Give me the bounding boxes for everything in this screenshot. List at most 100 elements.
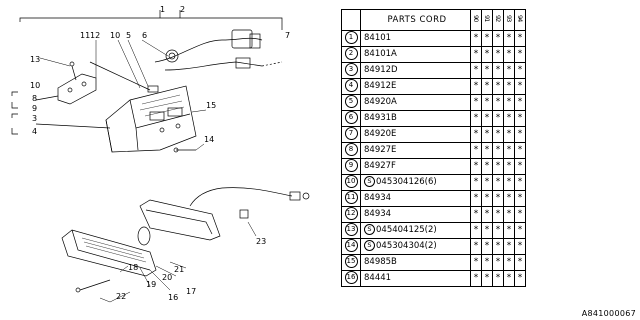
row-number: 10 bbox=[341, 174, 361, 191]
year-availability-mark: * bbox=[514, 190, 526, 207]
row-number: 5 bbox=[341, 94, 361, 111]
year-availability-mark: * bbox=[503, 270, 515, 287]
part-code: 84934 bbox=[360, 206, 471, 223]
year-availability-mark: * bbox=[514, 126, 526, 143]
year-availability-mark: * bbox=[514, 206, 526, 223]
year-availability-mark: * bbox=[514, 174, 526, 191]
standard-part-mark: S bbox=[364, 224, 375, 235]
header-year: 92 bbox=[492, 9, 504, 31]
year-availability-mark: * bbox=[492, 110, 504, 127]
row-number: 6 bbox=[341, 110, 361, 127]
callout-14: 14 bbox=[204, 135, 214, 144]
year-availability-mark: * bbox=[503, 30, 515, 47]
exploded-parts-diagram: 1 2 11 12 10 5 6 7 13 10 8 9 3 4 15 14 2… bbox=[11, 5, 310, 303]
year-availability-mark: * bbox=[470, 30, 482, 47]
year-availability-mark: * bbox=[470, 62, 482, 79]
year-availability-mark: * bbox=[481, 254, 493, 271]
year-availability-mark: * bbox=[470, 46, 482, 63]
callout-17: 17 bbox=[186, 287, 196, 296]
year-availability-mark: * bbox=[470, 238, 482, 255]
year-availability-mark: * bbox=[470, 190, 482, 207]
year-availability-mark: * bbox=[470, 126, 482, 143]
callout-2: 2 bbox=[180, 5, 185, 14]
year-availability-mark: * bbox=[514, 30, 526, 47]
year-availability-mark: * bbox=[481, 94, 493, 111]
year-availability-mark: * bbox=[470, 174, 482, 191]
header-parts-cord: PARTS CORD bbox=[360, 9, 471, 31]
year-availability-mark: * bbox=[481, 158, 493, 175]
year-availability-mark: * bbox=[470, 158, 482, 175]
lamp-lens bbox=[61, 226, 157, 293]
year-availability-mark: * bbox=[481, 30, 493, 47]
callout-labels: 1 2 11 12 10 5 6 7 13 10 8 9 3 4 15 14 2… bbox=[30, 5, 290, 302]
year-availability-mark: * bbox=[492, 254, 504, 271]
year-availability-mark: * bbox=[503, 222, 515, 239]
row-number: 13 bbox=[341, 222, 361, 239]
callout-8: 8 bbox=[32, 94, 37, 103]
row-number: 4 bbox=[341, 78, 361, 95]
standard-part-mark: S bbox=[364, 240, 375, 251]
row-number: 7 bbox=[341, 126, 361, 143]
callout-10: 10 bbox=[110, 31, 120, 40]
callout-4: 4 bbox=[32, 127, 37, 136]
side-marker-lamp bbox=[139, 187, 310, 241]
year-availability-mark: * bbox=[470, 222, 482, 239]
year-availability-mark: * bbox=[492, 206, 504, 223]
part-code: 84101 bbox=[360, 30, 471, 47]
callout-15: 15 bbox=[206, 101, 216, 110]
year-availability-mark: * bbox=[503, 158, 515, 175]
year-availability-mark: * bbox=[492, 94, 504, 111]
year-availability-mark: * bbox=[492, 174, 504, 191]
front-lamp-assembly bbox=[89, 61, 197, 153]
top-bracket bbox=[19, 10, 283, 30]
callout-7: 7 bbox=[285, 31, 290, 40]
row-number: 16 bbox=[341, 270, 361, 287]
callout-11: 11 bbox=[80, 31, 90, 40]
part-code: 84912E bbox=[360, 78, 471, 95]
callout-22: 22 bbox=[116, 292, 126, 301]
callout-16: 16 bbox=[168, 293, 178, 302]
year-availability-mark: * bbox=[481, 270, 493, 287]
part-code: 84101A bbox=[360, 46, 471, 63]
year-availability-mark: * bbox=[514, 110, 526, 127]
row-number: 11 bbox=[341, 190, 361, 207]
year-availability-mark: * bbox=[503, 206, 515, 223]
screw-14 bbox=[173, 147, 196, 153]
year-availability-mark: * bbox=[470, 206, 482, 223]
year-availability-mark: * bbox=[503, 126, 515, 143]
header-year: 94 bbox=[514, 9, 526, 31]
year-availability-mark: * bbox=[514, 238, 526, 255]
year-availability-mark: * bbox=[470, 142, 482, 159]
part-code: 84912D bbox=[360, 62, 471, 79]
part-code: 84927E bbox=[360, 142, 471, 159]
year-availability-mark: * bbox=[481, 222, 493, 239]
year-availability-mark: * bbox=[514, 94, 526, 111]
header-year: 91 bbox=[481, 9, 493, 31]
year-availability-mark: * bbox=[470, 78, 482, 95]
year-availability-mark: * bbox=[503, 78, 515, 95]
part-code: 84920E bbox=[360, 126, 471, 143]
part-code: 84985B bbox=[360, 254, 471, 271]
part-code: 84927F bbox=[360, 158, 471, 175]
year-availability-mark: * bbox=[514, 142, 526, 159]
callout-23: 23 bbox=[256, 237, 266, 246]
row-number: 1 bbox=[341, 30, 361, 47]
year-availability-mark: * bbox=[503, 46, 515, 63]
row-number: 12 bbox=[341, 206, 361, 223]
year-availability-mark: * bbox=[503, 110, 515, 127]
year-availability-mark: * bbox=[503, 190, 515, 207]
callout-10b: 10 bbox=[30, 81, 40, 90]
year-availability-mark: * bbox=[481, 190, 493, 207]
